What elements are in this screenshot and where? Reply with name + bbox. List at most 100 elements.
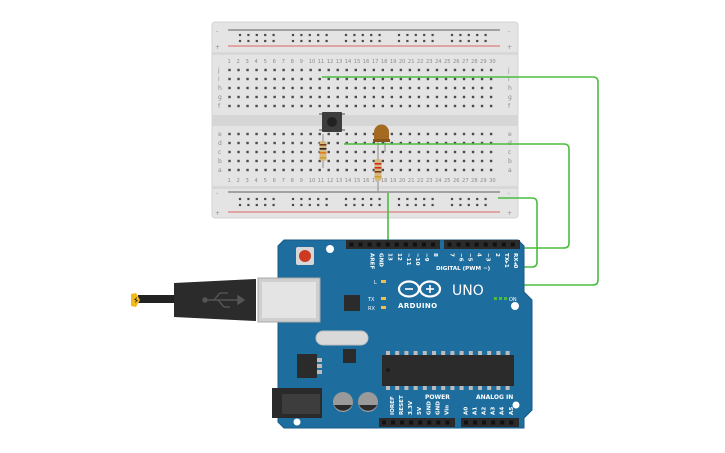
breadboard-hole[interactable]	[390, 168, 394, 172]
breadboard-hole[interactable]	[480, 77, 484, 81]
breadboard-hole[interactable]	[426, 86, 430, 90]
breadboard-hole[interactable]	[462, 77, 466, 81]
breadboard-hole[interactable]	[363, 86, 366, 90]
rail-hole[interactable]	[344, 203, 348, 207]
breadboard-hole[interactable]	[408, 159, 412, 163]
rail-hole[interactable]	[317, 203, 320, 207]
breadboard-hole[interactable]	[300, 132, 303, 136]
rail-hole[interactable]	[450, 39, 454, 43]
breadboard-hole[interactable]	[489, 77, 493, 81]
breadboard-hole[interactable]	[282, 141, 285, 145]
breadboard-hole[interactable]	[363, 159, 366, 163]
breadboard-hole[interactable]	[399, 159, 403, 163]
breadboard-hole[interactable]	[462, 86, 466, 90]
breadboard-hole[interactable]	[300, 150, 303, 154]
breadboard-hole[interactable]	[471, 141, 475, 145]
rail-hole[interactable]	[317, 39, 320, 43]
header-pin[interactable]	[491, 420, 496, 425]
analog-header[interactable]	[461, 418, 519, 427]
breadboard-hole[interactable]	[264, 77, 267, 81]
header-holes[interactable]	[349, 242, 515, 425]
rail-hole[interactable]	[291, 203, 295, 207]
resistor-led[interactable]	[374, 152, 382, 193]
breadboard-hole[interactable]	[228, 104, 231, 108]
breadboard-hole[interactable]	[273, 95, 276, 99]
rail-hole[interactable]	[238, 197, 242, 201]
breadboard-hole[interactable]	[390, 132, 394, 136]
rail-hole[interactable]	[431, 197, 434, 201]
breadboard-hole[interactable]	[417, 95, 421, 99]
breadboard-hole[interactable]	[354, 104, 357, 108]
rail-hole[interactable]	[325, 33, 328, 37]
breadboard-hole[interactable]	[255, 104, 258, 108]
breadboard-hole[interactable]	[462, 104, 466, 108]
header-pin[interactable]	[510, 242, 515, 247]
header-pin[interactable]	[418, 420, 423, 425]
breadboard-hole[interactable]	[435, 104, 439, 108]
breadboard-hole[interactable]	[336, 68, 339, 72]
header-pin[interactable]	[430, 242, 435, 247]
breadboard-hole[interactable]	[408, 104, 412, 108]
breadboard-hole[interactable]	[390, 141, 394, 145]
breadboard-hole[interactable]	[363, 77, 366, 81]
breadboard-hole[interactable]	[300, 95, 303, 99]
breadboard-hole[interactable]	[462, 168, 466, 172]
breadboard-hole[interactable]	[300, 86, 303, 90]
breadboard-hole[interactable]	[255, 95, 258, 99]
breadboard-hole[interactable]	[318, 104, 321, 108]
breadboard-hole[interactable]	[426, 132, 430, 136]
breadboard-hole[interactable]	[264, 141, 267, 145]
breadboard-hole[interactable]	[426, 141, 430, 145]
breadboard-hole[interactable]	[453, 77, 457, 81]
rail-hole[interactable]	[317, 197, 320, 201]
rail-hole[interactable]	[378, 33, 381, 37]
breadboard-hole[interactable]	[228, 77, 231, 81]
breadboard-hole[interactable]	[480, 95, 484, 99]
resistor-pulldown[interactable]	[319, 134, 327, 168]
breadboard-hole[interactable]	[471, 95, 475, 99]
breadboard-hole[interactable]	[480, 104, 484, 108]
breadboard-hole[interactable]	[390, 150, 394, 154]
breadboard-hole[interactable]	[399, 150, 403, 154]
resistor-body[interactable]	[319, 141, 327, 161]
breadboard-hole[interactable]	[354, 159, 357, 163]
breadboard-hole[interactable]	[273, 168, 276, 172]
breadboard-hole[interactable]	[246, 141, 249, 145]
breadboard-hole[interactable]	[228, 68, 231, 72]
breadboard-hole[interactable]	[453, 95, 457, 99]
breadboard-hole[interactable]	[264, 150, 267, 154]
breadboard-hole[interactable]	[327, 150, 330, 154]
rail-hole[interactable]	[238, 39, 242, 43]
led-body[interactable]	[374, 124, 389, 142]
breadboard-hole[interactable]	[435, 150, 439, 154]
rail-hole[interactable]	[361, 203, 364, 207]
breadboard-hole[interactable]	[363, 68, 366, 72]
digital-header-right[interactable]	[444, 240, 520, 249]
breadboard-hole[interactable]	[444, 95, 448, 99]
breadboard-hole[interactable]	[462, 141, 466, 145]
breadboard-hole[interactable]	[462, 150, 466, 154]
breadboard-hole[interactable]	[426, 68, 430, 72]
breadboard-hole[interactable]	[282, 95, 285, 99]
breadboard-hole[interactable]	[354, 141, 357, 145]
header-pin[interactable]	[367, 242, 372, 247]
breadboard-hole[interactable]	[291, 77, 294, 81]
rail-hole[interactable]	[255, 39, 258, 43]
rail-hole[interactable]	[353, 197, 356, 201]
breadboard-hole[interactable]	[228, 150, 231, 154]
breadboard-hole[interactable]	[408, 86, 412, 90]
breadboard-hole[interactable]	[480, 68, 484, 72]
breadboard-hole[interactable]	[237, 77, 240, 81]
breadboard-hole[interactable]	[471, 86, 475, 90]
breadboard-hole[interactable]	[426, 95, 430, 99]
breadboard-hole[interactable]	[471, 132, 475, 136]
rail-hole[interactable]	[459, 197, 462, 201]
breadboard-hole[interactable]	[300, 104, 303, 108]
breadboard-hole[interactable]	[444, 86, 448, 90]
breadboard-hole[interactable]	[273, 77, 276, 81]
breadboard-hole[interactable]	[345, 141, 348, 145]
breadboard-hole[interactable]	[237, 104, 240, 108]
rail-hole[interactable]	[370, 33, 373, 37]
breadboard-hole[interactable]	[336, 159, 339, 163]
rail-hole[interactable]	[264, 203, 267, 207]
